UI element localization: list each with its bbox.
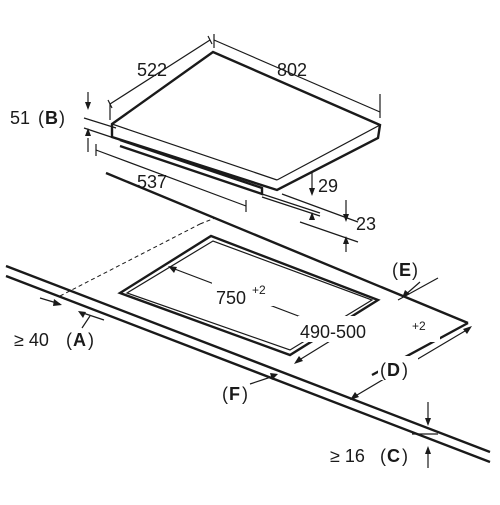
svg-text:): ) [88,330,94,350]
svg-text:): ) [402,360,408,380]
svg-text:(: ( [38,108,44,128]
dimension-490-500-label: 490-500 [300,322,366,342]
dimension-width-top: 802 [213,34,381,118]
dimension-frame-height: 51 ( B ) [10,92,121,152]
dimension-F: ( F ) [222,373,278,404]
dimension-23-label: 23 [356,214,376,234]
worktop [5,171,491,464]
dimension-cutout-depth: 490-500 +2 [294,277,440,364]
label-C: C [387,446,400,466]
dimension-16-label: ≥ 16 [330,446,365,466]
dimension-thickness: 23 [281,193,376,252]
svg-text:(: ( [380,446,386,466]
dimension-490-500-tolerance: +2 [412,319,426,333]
label-E: E [399,260,411,280]
dimension-750-tolerance: +2 [252,283,266,297]
svg-text:): ) [242,384,248,404]
dimension-522-label: 522 [137,60,167,80]
dimension-750-label: 750 [216,288,246,308]
svg-text:): ) [59,108,65,128]
dimension-40-label: ≥ 40 [14,330,49,350]
svg-text:(: ( [392,260,398,280]
dimension-frame-depth: 537 [95,144,247,212]
label-A: A [73,330,86,350]
dimension-537-label: 537 [137,172,167,192]
worktop-cutout [117,234,381,357]
label-D: D [387,360,400,380]
label-F: F [229,384,240,404]
svg-text:): ) [412,260,418,280]
dimension-51-label: 51 [10,108,30,128]
svg-text:(: ( [66,330,72,350]
dimension-A: ≥ 40 ( A ) [14,297,105,350]
dimension-underside-height: 29 [261,172,338,220]
dimension-802-label: 802 [277,60,307,80]
dimension-E: ( E ) [392,260,421,298]
svg-text:(: ( [222,384,228,404]
label-B: B [45,108,58,128]
dimension-D: ( D ) [350,326,472,400]
svg-text:(: ( [380,360,386,380]
dimension-29-label: 29 [318,176,338,196]
dimension-depth-top: 522 [107,35,213,120]
svg-text:): ) [402,446,408,466]
dimension-C: ≥ 16 ( C ) [330,402,438,468]
